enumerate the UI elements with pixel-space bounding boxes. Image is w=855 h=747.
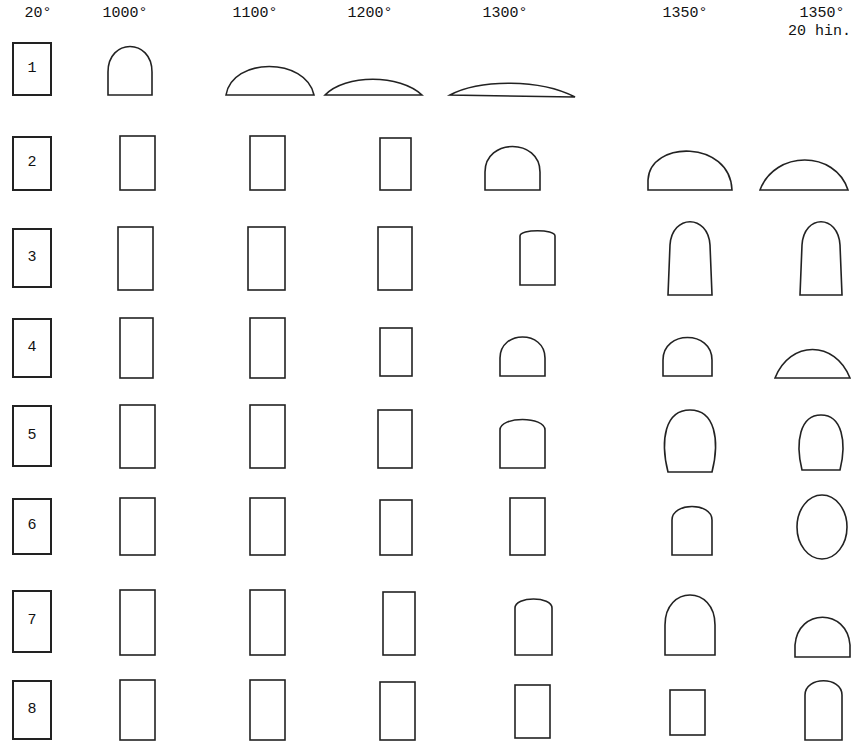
sample-shape <box>799 415 843 470</box>
sample-number-box: 1 <box>12 42 52 96</box>
sample-number: 1 <box>27 61 36 78</box>
sample-shape <box>380 138 411 190</box>
sample-shape <box>120 680 155 740</box>
sample-number: 7 <box>27 613 36 630</box>
sample-shape <box>663 338 712 377</box>
sample-number-box: 5 <box>12 405 52 467</box>
sample-shape <box>250 590 285 655</box>
sample-number-box: 8 <box>12 680 52 740</box>
sample-number: 4 <box>27 340 36 357</box>
sample-number: 5 <box>27 428 36 445</box>
sample-shape <box>250 405 285 468</box>
sample-shape <box>648 151 732 190</box>
sample-shape <box>485 147 540 191</box>
sample-shape <box>380 500 412 555</box>
sample-number: 3 <box>27 250 36 267</box>
temperature-header: 1100° <box>232 6 277 23</box>
sample-number-box: 6 <box>12 498 52 555</box>
sample-number-box: 7 <box>12 590 52 653</box>
sample-number-box: 4 <box>12 318 52 378</box>
sample-shape <box>250 318 285 378</box>
sample-shape <box>500 337 545 376</box>
sample-shape <box>380 328 412 376</box>
sample-shape <box>670 690 705 735</box>
sample-shape <box>664 410 715 472</box>
temperature-header: 20° <box>24 6 51 23</box>
sample-shape <box>500 420 545 469</box>
temperature-header: 1350° <box>799 6 844 23</box>
sample-shape <box>665 595 715 655</box>
duration-note: 20 hin. <box>788 24 851 41</box>
sample-shape <box>520 231 555 285</box>
sample-shape <box>120 498 155 555</box>
sample-number: 8 <box>27 702 36 719</box>
sample-shape <box>325 79 422 95</box>
sample-shape <box>515 599 552 655</box>
temperature-header: 1000° <box>102 6 147 23</box>
sample-shape <box>800 222 842 295</box>
sample-shape <box>668 222 712 295</box>
sample-shape <box>120 405 155 468</box>
sample-shape <box>383 592 415 655</box>
sample-shape <box>250 680 285 740</box>
sample-shape <box>378 410 412 468</box>
sample-number-box: 3 <box>12 228 52 288</box>
temperature-header: 1350° <box>662 6 707 23</box>
sample-shape <box>120 590 155 655</box>
sample-shape <box>118 227 153 290</box>
sample-shape <box>250 498 285 555</box>
sample-shape <box>775 350 850 379</box>
sample-shape <box>510 498 545 555</box>
sample-shape <box>378 227 412 290</box>
sample-shape <box>805 681 842 740</box>
sample-number-box: 2 <box>12 136 52 191</box>
sample-shape <box>226 67 314 96</box>
sample-number: 6 <box>27 518 36 535</box>
temperature-header: 1300° <box>482 6 527 23</box>
sample-shape <box>760 160 848 190</box>
sample-shape <box>120 136 155 190</box>
sample-shape <box>380 682 415 740</box>
sample-shape <box>250 136 285 190</box>
sample-shape <box>120 318 153 378</box>
temperature-header: 1200° <box>347 6 392 23</box>
sample-number: 2 <box>27 155 36 172</box>
sample-shape <box>108 47 152 96</box>
sample-shape <box>672 507 712 556</box>
sample-shape <box>450 83 575 97</box>
sample-shape <box>248 227 285 290</box>
sample-shape <box>795 617 850 657</box>
sample-shape <box>515 685 550 738</box>
sample-shape <box>797 495 847 559</box>
